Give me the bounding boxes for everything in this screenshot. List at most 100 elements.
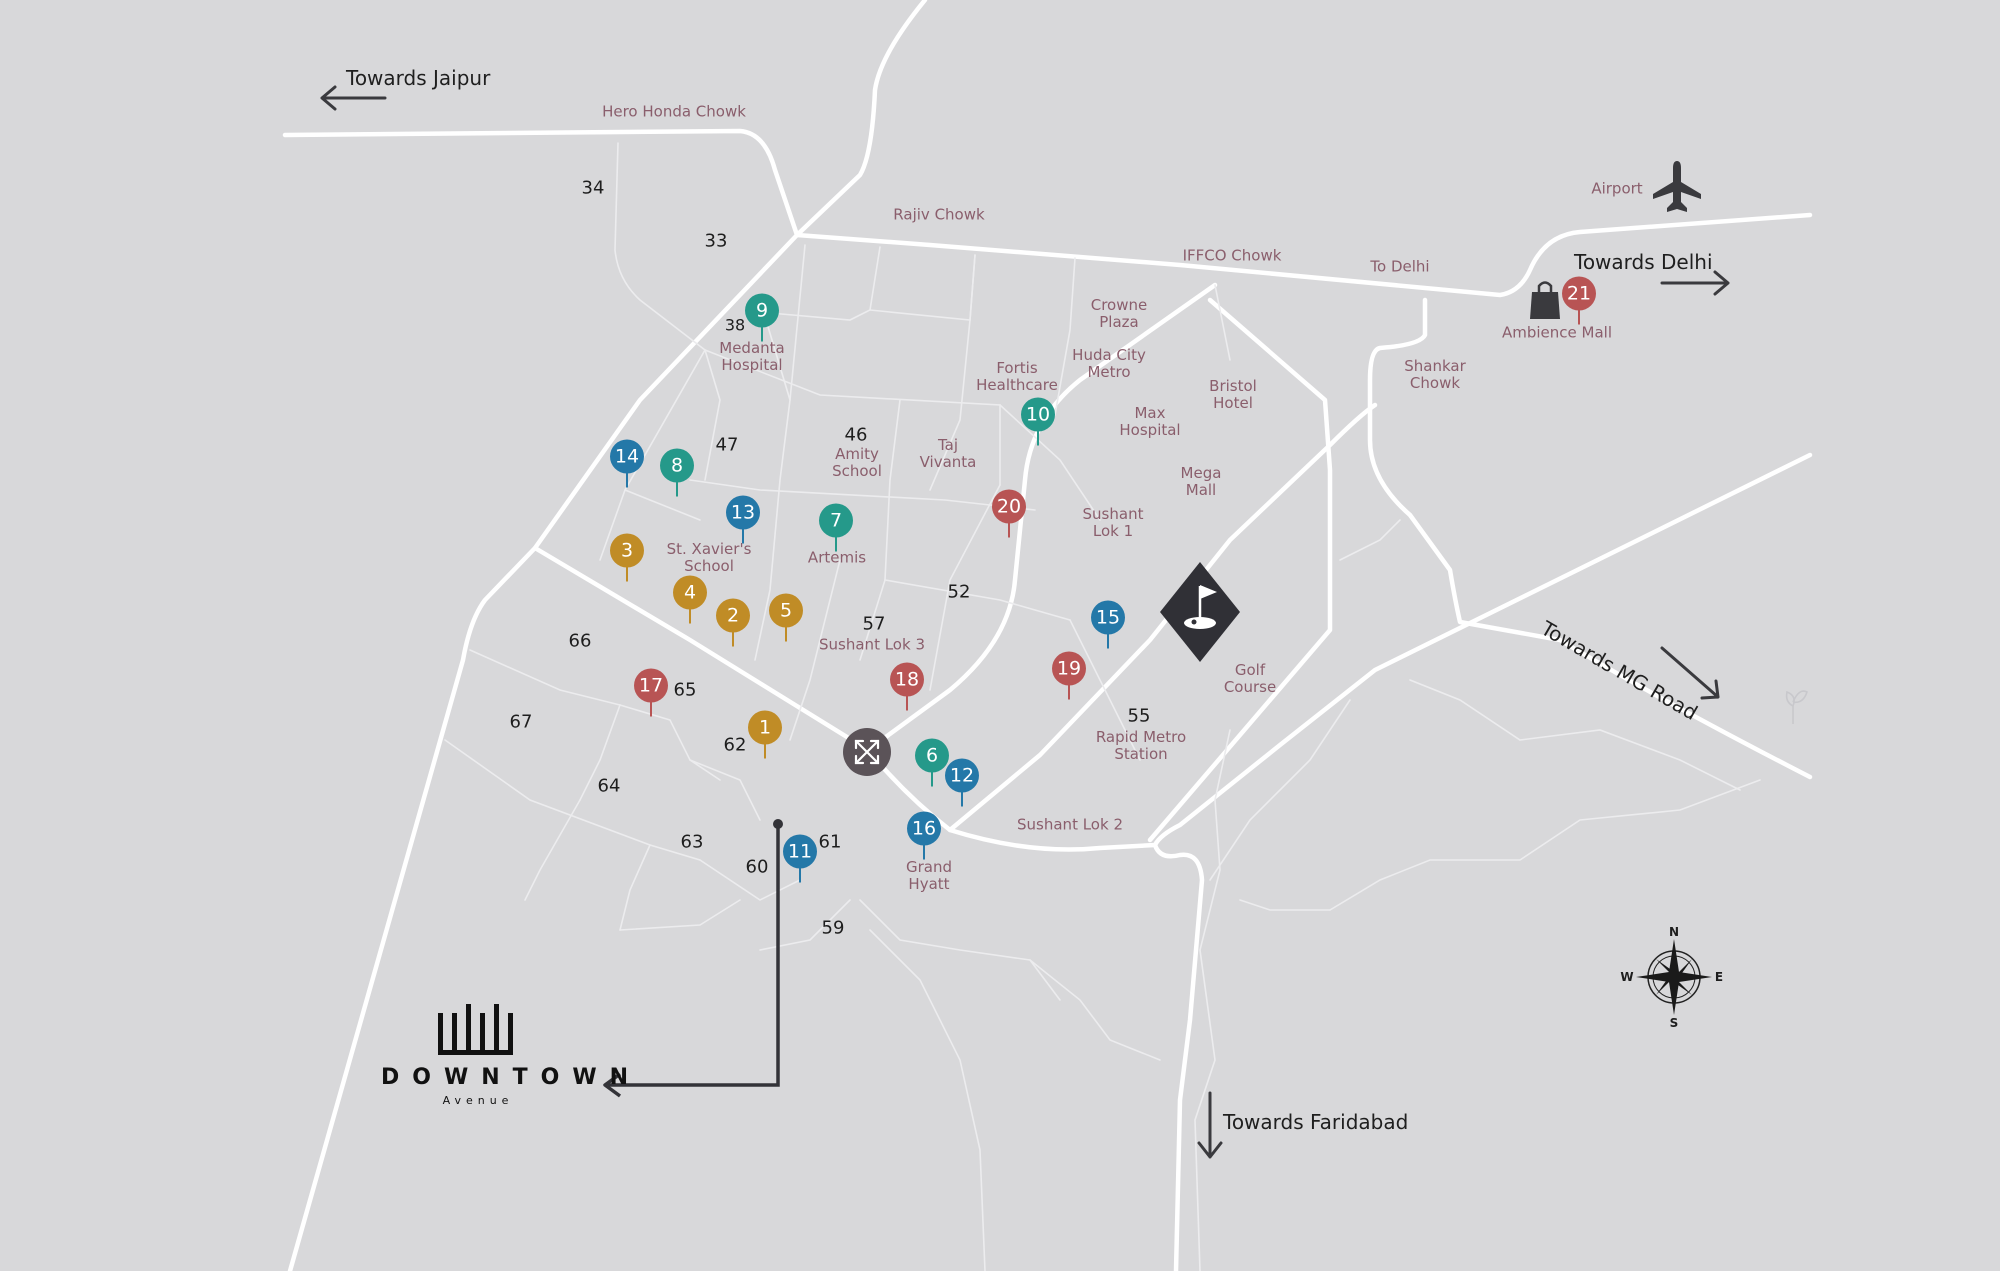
- sector-number: 55: [1127, 705, 1151, 727]
- map-pin-2[interactable]: 2: [716, 598, 750, 649]
- brand-block: DOWNTOWN Avenue: [368, 995, 642, 1107]
- map-pin-10[interactable]: 10: [1021, 397, 1055, 448]
- pin-number: 21: [1562, 276, 1596, 311]
- compass-east: E: [1714, 970, 1724, 984]
- pin-number: 18: [890, 662, 924, 697]
- pin-number: 5: [769, 593, 803, 628]
- landmark-grand-hyatt: Grand Hyatt: [905, 858, 953, 893]
- map-pin-15[interactable]: 15: [1091, 600, 1125, 651]
- map-pin-16[interactable]: 16: [907, 811, 941, 862]
- map-pin-19[interactable]: 19: [1052, 651, 1086, 702]
- sector-number: 62: [723, 734, 747, 756]
- sector-number: 65: [673, 679, 697, 701]
- landmark-amity-school: Amity School: [832, 445, 882, 480]
- pin-number: 15: [1091, 600, 1125, 635]
- sector-number: 60: [745, 856, 769, 878]
- sector-number: 57: [862, 613, 886, 635]
- sector-number: 52: [947, 581, 971, 603]
- pin-number: 19: [1052, 651, 1086, 686]
- landmark-artemis: Artemis: [807, 548, 867, 567]
- pin-number: 2: [716, 598, 750, 633]
- landmark-airport: Airport: [1591, 179, 1643, 198]
- compass-south: S: [1669, 1016, 1679, 1030]
- landmark-crowne-plaza: Crowne Plaza: [1090, 296, 1148, 331]
- arrow-south-icon: [1197, 1091, 1223, 1159]
- pin-number: 13: [726, 495, 760, 530]
- sector-number: 67: [509, 711, 533, 733]
- landmark-fortis-healthcare: Fortis Healthcare: [976, 359, 1058, 394]
- landmark-huda-city-metro: Huda City Metro: [1072, 346, 1146, 381]
- pin-number: 10: [1021, 397, 1055, 432]
- landmark-ambience-mall: Ambience Mall: [1501, 323, 1613, 342]
- sector-number: 66: [568, 630, 592, 652]
- pin-number: 14: [610, 439, 644, 474]
- pin-number: 4: [673, 575, 707, 610]
- direction-label-jaipur: Towards Jaipur: [346, 66, 491, 90]
- airplane-icon: [1653, 161, 1701, 212]
- sector-number: 33: [704, 230, 728, 252]
- map-pin-6[interactable]: 6: [915, 738, 949, 789]
- landmark-rapid-metro-station: Rapid Metro Station: [1095, 728, 1187, 763]
- landmark-golf-course: Golf Course: [1223, 661, 1277, 696]
- leaf-icon: [1785, 690, 1808, 724]
- landmark-to-delhi: To Delhi: [1370, 257, 1430, 276]
- map-pin-21[interactable]: 21: [1562, 276, 1596, 327]
- map-pin-4[interactable]: 4: [673, 575, 707, 626]
- project-pointer-line: [608, 824, 780, 1087]
- map-pin-12[interactable]: 12: [945, 758, 979, 809]
- map-pin-13[interactable]: 13: [726, 495, 760, 546]
- arrow-southeast-icon: [1660, 646, 1720, 700]
- arrow-west-icon: [320, 85, 387, 111]
- map-pin-14[interactable]: 14: [610, 439, 644, 490]
- sector-number: 47: [715, 434, 739, 456]
- landmark-hero-honda-chowk: Hero Honda Chowk: [602, 102, 746, 121]
- sector-number: 46: [844, 424, 868, 446]
- map-pin-7[interactable]: 7: [819, 503, 853, 554]
- landmark-mega-mall: Mega Mall: [1180, 464, 1222, 499]
- landmark-shankar-chowk: Shankar Chowk: [1404, 357, 1466, 392]
- brand-name: DOWNTOWN: [381, 1065, 642, 1090]
- sector-number: 63: [680, 831, 704, 853]
- pin-number: 7: [819, 503, 853, 538]
- pin-number: 8: [660, 448, 694, 483]
- pin-number: 3: [610, 533, 644, 568]
- sector-number: 61: [818, 831, 842, 853]
- compass-icon: [1636, 939, 1712, 1015]
- map-pin-17[interactable]: 17: [634, 668, 668, 719]
- landmark-iffco-chowk: IFFCO Chowk: [1182, 246, 1282, 265]
- brand-tagline: Avenue: [442, 1094, 514, 1107]
- pin-number: 12: [945, 758, 979, 793]
- direction-label-faridabad: Towards Faridabad: [1223, 1110, 1409, 1134]
- map-pin-18[interactable]: 18: [890, 662, 924, 713]
- map-pin-5[interactable]: 5: [769, 593, 803, 644]
- sector-number: 38: [724, 315, 746, 335]
- compass-west: W: [1620, 970, 1634, 984]
- pin-number: 11: [783, 834, 817, 869]
- golf-flag-icon: [1160, 562, 1240, 662]
- map-pin-11[interactable]: 11: [783, 834, 817, 885]
- pin-number: 20: [992, 489, 1026, 524]
- map-pin-1[interactable]: 1: [748, 710, 782, 761]
- landmark-taj-vivanta: Taj Vivanta: [919, 436, 977, 471]
- sector-number: 59: [821, 917, 845, 939]
- sector-number: 34: [581, 177, 605, 199]
- compass-north: N: [1668, 925, 1680, 939]
- map-pin-3[interactable]: 3: [610, 533, 644, 584]
- pin-number: 1: [748, 710, 782, 745]
- expand-arrows-icon: [843, 728, 891, 776]
- map-pin-9[interactable]: 9: [745, 293, 779, 344]
- direction-label-delhi: Towards Delhi: [1574, 250, 1713, 274]
- landmark-max-hospital: Max Hospital: [1119, 404, 1181, 439]
- shopping-bag-icon: [1530, 281, 1560, 319]
- landmark-rajiv-chowk: Rajiv Chowk: [893, 205, 985, 224]
- pin-number: 9: [745, 293, 779, 328]
- arrow-east-icon: [1660, 270, 1730, 296]
- landmark-st-xaviers-school: St. Xavier's School: [666, 540, 752, 575]
- map-pin-8[interactable]: 8: [660, 448, 694, 499]
- landmark-bristol-hotel: Bristol Hotel: [1209, 377, 1257, 412]
- brand-logo-icon: [438, 1004, 513, 1055]
- map-pin-20[interactable]: 20: [992, 489, 1026, 540]
- pin-number: 16: [907, 811, 941, 846]
